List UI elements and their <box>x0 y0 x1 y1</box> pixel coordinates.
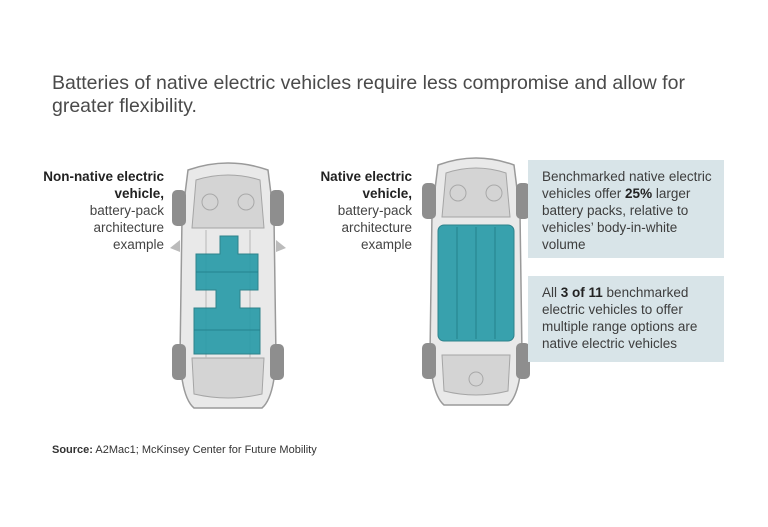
callout-2-text-start: All <box>542 285 561 300</box>
native-vehicle-subtitle: battery-pack architecture example <box>337 203 412 252</box>
page-title: Batteries of native electric vehicles re… <box>52 72 685 117</box>
callout-1-highlight: 25% <box>625 186 653 201</box>
callout-2-text-end: benchmarked electric vehicles to offer m… <box>542 285 698 351</box>
non-native-vehicle-subtitle: battery-pack architecture example <box>89 203 164 252</box>
callout-1-text-end: larger battery packs, relative to vehicl… <box>542 186 691 252</box>
non-native-battery-pack <box>193 235 261 355</box>
source-label: Source: <box>52 444 93 456</box>
non-native-vehicle-title: Non-native electric vehicle, <box>43 169 164 201</box>
battery-size-callout: Benchmarked native electric vehicles off… <box>528 160 724 258</box>
non-native-car-illustration <box>170 162 286 409</box>
non-native-vehicle-label: Non-native electric vehicle, battery-pac… <box>40 168 164 253</box>
source-text: A2Mac1; McKinsey Center for Future Mobil… <box>95 444 317 456</box>
native-vehicle-title: Native electric vehicle, <box>320 169 412 201</box>
native-vehicle-label: Native electric vehicle, battery-pack ar… <box>288 168 412 253</box>
callout-2-highlight: 3 of 11 <box>560 285 603 300</box>
range-options-callout: All 3 of 11 benchmarked electric vehicle… <box>528 276 724 362</box>
callout-1-text-start: Benchmarked native electric vehicles off… <box>542 169 712 201</box>
source-note: Source: A2Mac1; McKinsey Center for Futu… <box>52 444 317 456</box>
native-car-illustration <box>422 157 530 406</box>
